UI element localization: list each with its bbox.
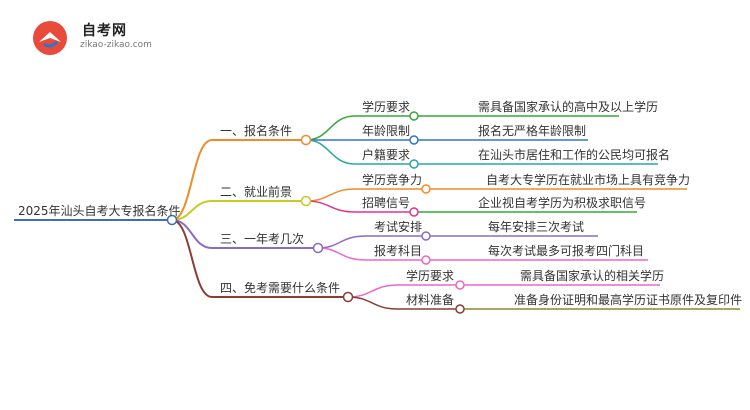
b4-c2-dot [455, 304, 465, 314]
b3-child-1-detail: 每年安排三次考试 [488, 220, 585, 234]
b1-c3-dot [409, 159, 419, 169]
b1-child-2-detail: 报名无严格年龄限制 [478, 124, 587, 138]
b2-child-2-label: 招聘信号 [362, 196, 411, 210]
b1-c1-dot [409, 111, 419, 121]
b4-c1-dot [455, 280, 465, 290]
connector-branch-1 [171, 139, 306, 221]
b1-child-1-detail: 需具备国家承认的高中及以上学历 [478, 100, 659, 114]
branch-1-label: 一、报名条件 [220, 124, 293, 138]
b1-child-2-label: 年龄限制 [362, 124, 411, 138]
logo-name: 自考网 [82, 23, 127, 39]
connector-b1-c1 [305, 115, 414, 141]
b2-child-1-label: 学历竞争力 [362, 173, 423, 187]
b2-c1-dot [421, 184, 431, 194]
branch-3-label: 三、一年考几次 [220, 232, 305, 246]
connector-b2-c2 [305, 200, 414, 213]
b3-c1-dot [421, 231, 431, 241]
logo-url: zikao-zikao.com [80, 40, 152, 50]
b3-child-1-label: 考试安排 [374, 220, 423, 234]
b2-child-2-detail: 企业视自考学历为积极求职信号 [478, 196, 647, 210]
root-node-label: 2025年汕头自考大专报名条件 [18, 204, 181, 218]
branch-4-label: 四、免考需要什么条件 [220, 281, 341, 295]
connector-branch-2 [171, 200, 306, 221]
b4-child-2-label: 材料准备 [406, 293, 455, 307]
connector-b3-c1 [317, 235, 426, 249]
connector-branch-3 [171, 219, 318, 249]
b1-child-3-detail: 在汕头市居住和工作的公民均可报名 [478, 148, 671, 162]
b1-child-1-label: 学历要求 [362, 100, 411, 114]
branch-2-label: 二、就业前景 [220, 185, 293, 199]
connector-b4-c1 [347, 284, 460, 298]
connector-branch-4 [171, 219, 348, 298]
b3-c2-dot [421, 255, 431, 265]
b1-child-3-label: 户籍要求 [362, 148, 411, 162]
b3-child-2-detail: 每次考试最多可报考四门科目 [488, 244, 645, 258]
root-node-dot [166, 214, 178, 226]
branch-1-dot [300, 134, 312, 146]
connector-b3-c2 [317, 247, 426, 261]
b2-c2-dot [409, 207, 419, 217]
b3-child-2-label: 报考科目 [374, 244, 423, 258]
connector-b1-c3 [305, 139, 414, 165]
branch-2-dot [300, 195, 312, 207]
site-logo[interactable]: 自考网 zikao-zikao.com [30, 18, 190, 58]
b2-child-1-detail: 自考大专学历在就业市场上具有竞争力 [486, 173, 691, 187]
b4-child-1-detail: 需具备国家承认的相关学历 [520, 269, 665, 283]
b4-child-1-label: 学历要求 [406, 269, 455, 283]
connector-b2-c1 [305, 188, 426, 202]
b1-c2-dot [409, 135, 419, 145]
b4-child-2-detail: 准备身份证明和最高学历证书原件及复印件 [514, 293, 743, 307]
branch-4-dot [342, 291, 354, 303]
connector-b4-c2 [347, 296, 460, 310]
branch-3-dot [312, 242, 324, 254]
logo-emblem-icon [33, 21, 67, 55]
